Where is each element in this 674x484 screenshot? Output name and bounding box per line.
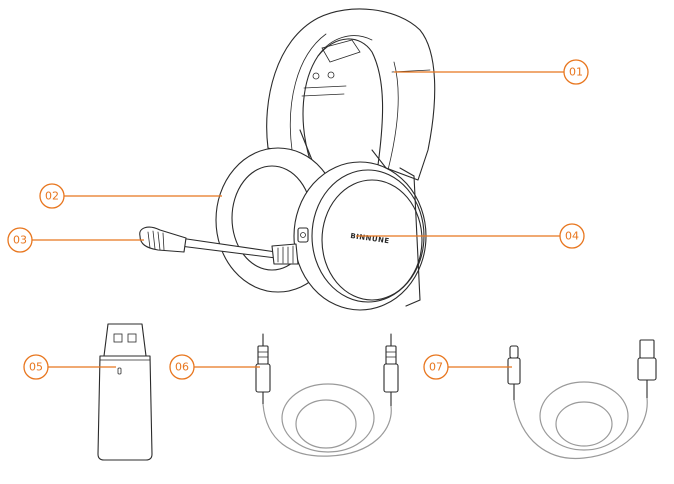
mic-joint (271, 243, 299, 265)
callout-label-01: 01 (569, 66, 583, 79)
leader-lines (32, 71, 564, 368)
ear-cup-plate (321, 179, 423, 301)
callout-label-04: 04 (565, 230, 579, 243)
usb-dongle-illustration (97, 323, 153, 461)
callout-07: 07 (423, 354, 449, 380)
callout-label-07: 07 (429, 361, 443, 374)
callout-label-03: 03 (13, 234, 27, 247)
dongle-body (97, 355, 153, 461)
callout-03: 03 (7, 227, 33, 253)
callout-label-05: 05 (29, 361, 43, 374)
headset-illustration: BINNUNE (139, 8, 436, 311)
callout-06: 06 (169, 354, 195, 380)
callout-04: 04 (559, 223, 585, 249)
callout-label-06: 06 (175, 361, 189, 374)
audio-cable-illustration (255, 333, 399, 457)
callout-01: 01 (563, 59, 589, 85)
cup-button (297, 227, 309, 243)
callout-02: 02 (39, 183, 65, 209)
microphone-tip (139, 226, 187, 253)
callout-05: 05 (23, 354, 49, 380)
callout-label-02: 02 (45, 190, 59, 203)
usb-cable-illustration (507, 339, 657, 460)
